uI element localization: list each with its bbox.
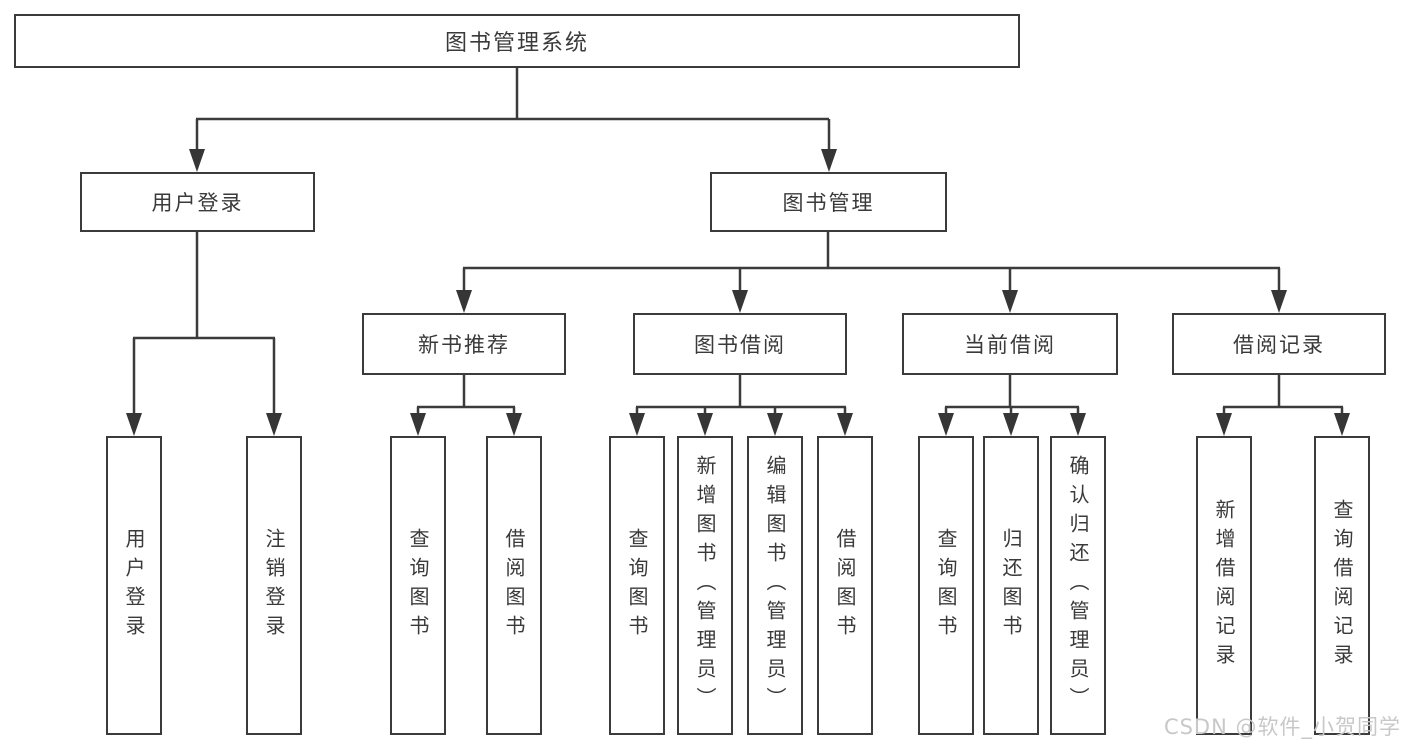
leaf-query-borrow-record: 查询借阅记录 bbox=[1314, 436, 1370, 735]
arrowhead bbox=[732, 290, 748, 313]
arrowhead bbox=[266, 413, 282, 436]
arrowhead bbox=[938, 413, 954, 436]
connector-paths bbox=[132, 68, 1344, 420]
arrowhead bbox=[767, 413, 783, 436]
arrowhead bbox=[1002, 290, 1018, 313]
node-current-borrow: 当前借阅 bbox=[902, 313, 1118, 375]
leaf-logout: 注销登录 bbox=[246, 436, 302, 735]
leaf-borrow-books: 借阅图书 bbox=[817, 436, 873, 735]
arrowhead bbox=[697, 413, 713, 436]
arrowhead bbox=[1271, 290, 1287, 313]
leaf-user-login: 用户登录 bbox=[106, 436, 162, 735]
arrowhead bbox=[821, 149, 837, 172]
arrowheads bbox=[126, 149, 1350, 436]
leaf-query-books-recommend: 查询图书 bbox=[390, 436, 446, 735]
arrowhead bbox=[1070, 413, 1086, 436]
arrowhead bbox=[410, 413, 426, 436]
arrowhead bbox=[456, 290, 472, 313]
leaf-edit-books-admin: 编辑图书（管理员） bbox=[747, 436, 803, 735]
leaf-add-borrow-record: 新增借阅记录 bbox=[1196, 436, 1252, 735]
node-borrow-records: 借阅记录 bbox=[1172, 313, 1386, 375]
node-book-management: 图书管理 bbox=[710, 172, 947, 232]
arrowhead bbox=[506, 413, 522, 436]
leaf-query-books-borrow: 查询图书 bbox=[609, 436, 665, 735]
node-root-library-system: 图书管理系统 bbox=[14, 14, 1020, 68]
leaf-borrow-books-recommend: 借阅图书 bbox=[486, 436, 542, 735]
leaf-add-books-admin: 新增图书（管理员） bbox=[677, 436, 733, 735]
arrowhead bbox=[1334, 413, 1350, 436]
node-new-book-recommend: 新书推荐 bbox=[362, 313, 566, 375]
arrowhead bbox=[126, 413, 142, 436]
leaf-return-books: 归还图书 bbox=[983, 436, 1039, 735]
leaf-query-books-current: 查询图书 bbox=[918, 436, 974, 735]
node-user-login: 用户登录 bbox=[80, 172, 315, 232]
arrowhead bbox=[837, 413, 853, 436]
node-book-borrow: 图书借阅 bbox=[633, 313, 847, 375]
arrowhead bbox=[189, 149, 205, 172]
csdn-watermark: CSDN @软件_小贺同学 bbox=[1163, 715, 1401, 739]
arrowhead bbox=[1003, 413, 1019, 436]
arrowhead bbox=[629, 413, 645, 436]
arrowhead bbox=[1216, 413, 1232, 436]
leaf-confirm-return-admin: 确认归还（管理员） bbox=[1050, 436, 1106, 735]
